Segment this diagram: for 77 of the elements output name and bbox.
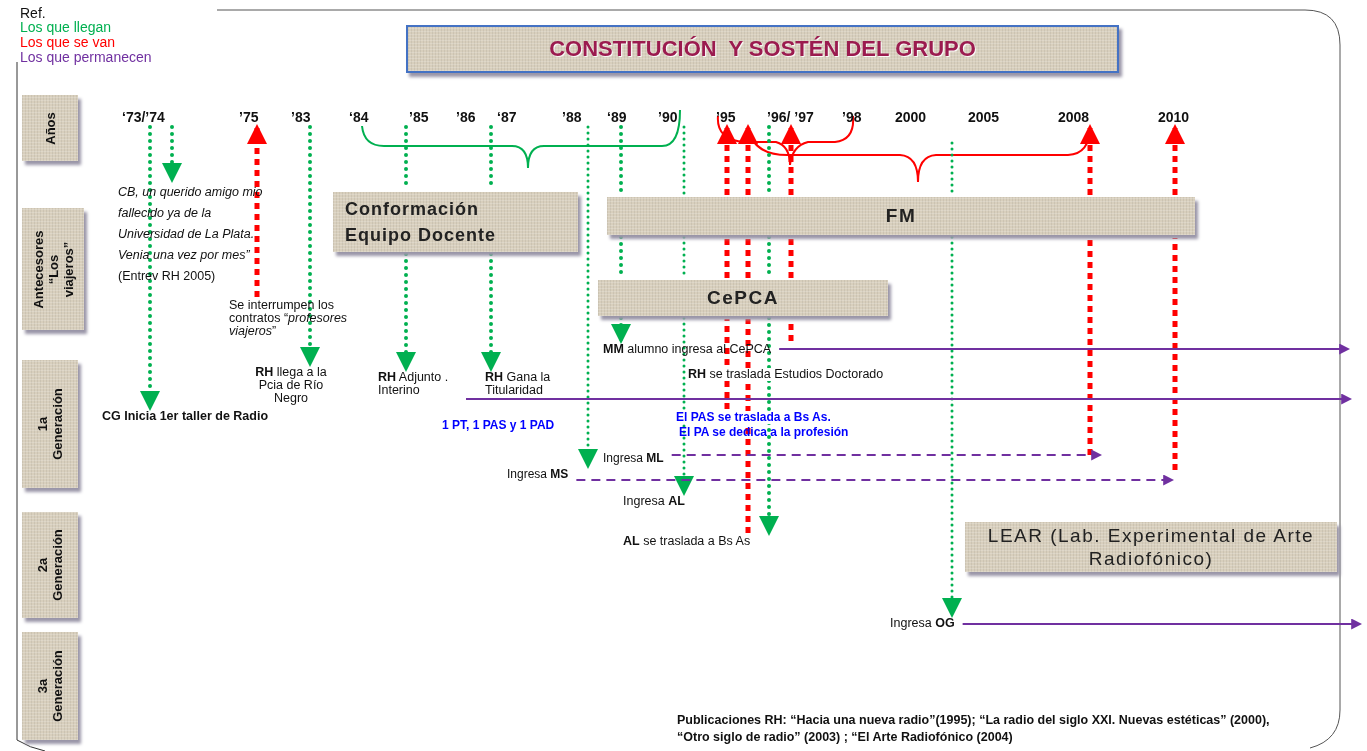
year-label: ’98 (842, 109, 862, 125)
year-label: ’85 (409, 109, 429, 125)
arrow (961, 618, 1363, 630)
legend-entry: Los que llegan (20, 20, 112, 35)
legend-entry: Los que se van (20, 35, 115, 50)
arrow (717, 124, 737, 195)
event-text: Se interrumpen los contratos “profesores viajeros” (229, 299, 364, 338)
row-header: 1a Generación (22, 360, 78, 488)
year-label: ’86 (456, 109, 476, 125)
connector-line (724, 238, 730, 278)
arrow (781, 124, 801, 195)
arrow (738, 124, 758, 195)
section-box: FM (607, 197, 1195, 235)
connector-line (724, 319, 730, 409)
year-label: 2005 (968, 109, 1000, 125)
arrow (140, 125, 160, 411)
row-header: Años (22, 95, 78, 161)
event-text: Ingresa AL (623, 495, 685, 508)
connector-line (1172, 238, 1178, 470)
event-text: RH Gana la Titularidad (485, 371, 570, 397)
arrow (674, 316, 694, 496)
event-text: Ingresa MS (507, 468, 569, 481)
year-label: 2010 (1158, 109, 1190, 125)
arrow (1080, 124, 1100, 195)
arrow (481, 252, 501, 372)
publication-note: Publicaciones RH: “Hacia una nueva radio”(1995); “La radio del siglo XXI. Nuevas estéticas” (2000), “Otro siglo de radio” (2003) ; “El Arte Radiofónico (2004) (677, 712, 1271, 746)
event-text: RH llega a la Pcia de Río Negro (252, 366, 330, 405)
event-text: AL se traslada a Bs As (623, 535, 751, 548)
year-label: ’95 (716, 109, 736, 125)
event-text: Ingresa ML (603, 452, 664, 465)
year-label: ’96/ ’97 (767, 109, 814, 125)
arrow (578, 125, 598, 469)
arrow (1165, 124, 1185, 195)
note-text: 1 PT, 1 PAS y 1 PAD (442, 418, 555, 432)
arrow (465, 393, 1353, 405)
event-text: CB, un querido amigo mio fallecido ya de la Universidad de La Plata. Venia una vez por mes” (Entrev RH 2005) (118, 182, 276, 287)
row-header: 2a Generación (22, 512, 78, 618)
connector-line (745, 319, 751, 533)
year-label: ‘73/’74 (122, 109, 165, 125)
section-box: CePCA (598, 280, 888, 316)
legend-entry: Los que permanecen (20, 50, 152, 65)
legend-title: Ref. (20, 5, 46, 21)
event-text: Ingresa OG (890, 617, 955, 630)
note-text: El PA se dedica a la profesión (679, 425, 849, 439)
section-box: Conformación Equipo Docente (333, 192, 578, 252)
year-label: ’75 (239, 109, 259, 125)
year-label: 2000 (895, 109, 927, 125)
year-label: ’88 (562, 109, 582, 125)
arrow (300, 125, 320, 367)
arrow (162, 125, 182, 183)
arrow (575, 474, 1175, 486)
year-label: ‘89 (607, 109, 627, 125)
connector-line (788, 238, 794, 278)
year-label: ’90 (658, 109, 678, 125)
event-text: El PAS se traslada a Bs As. (676, 411, 831, 424)
year-label: ‘87 (497, 109, 517, 125)
event-text: CG Inicia 1er taller de Radio (102, 410, 269, 423)
year-label: ’83 (291, 109, 311, 125)
arrow (942, 235, 962, 618)
connector-line (745, 238, 751, 278)
arrow (670, 449, 1103, 461)
row-header: 3a Generación (22, 632, 78, 740)
arrow (247, 124, 267, 297)
section-box: LEAR (Lab. Experimental de Arte Radiofónico) (965, 522, 1337, 572)
arrow (759, 316, 779, 536)
year-label: 2008 (1058, 109, 1090, 125)
row-header: Antecesores “Los viajeros” (22, 208, 84, 330)
event-text: MM alumno ingresa al CePCA (603, 343, 772, 356)
arrow (778, 343, 1351, 355)
connector-line (682, 125, 686, 196)
event-text: RH se traslada Estudios Doctorado (688, 368, 884, 381)
arrow (396, 252, 416, 372)
title-banner: CONSTITUCIÓN Y SOSTÉN DEL GRUPO (406, 25, 1119, 73)
event-text: RH Adjunto . Interino (378, 371, 458, 397)
connector-line (1087, 238, 1093, 455)
arrow (611, 316, 631, 344)
year-label: ‘84 (349, 109, 369, 125)
